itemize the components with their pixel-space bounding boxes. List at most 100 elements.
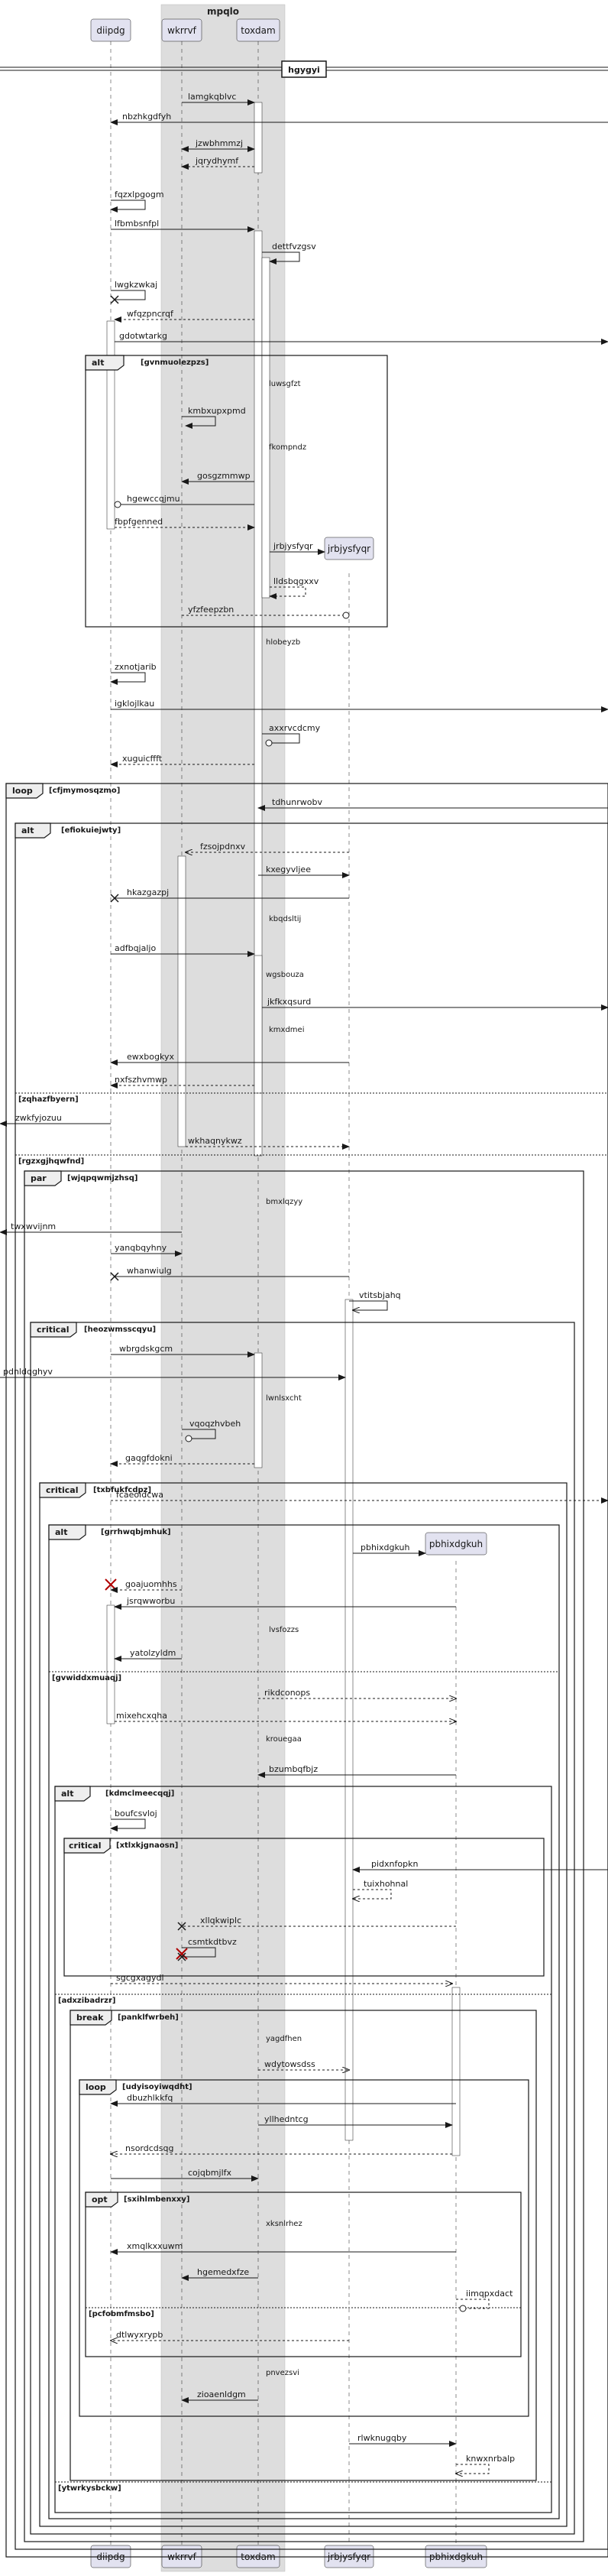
svg-text:xuguicffft: xuguicffft xyxy=(122,754,163,764)
svg-text:ewxbogkyx: ewxbogkyx xyxy=(127,1052,174,1062)
svg-text:[txbfukfcdpz]: [txbfukfcdpz] xyxy=(93,1486,151,1494)
svg-text:jqrydhymf: jqrydhymf xyxy=(195,156,239,166)
svg-text:pdnldqghyv: pdnldqghyv xyxy=(3,1367,53,1377)
svg-text:wkhaqnykwz: wkhaqnykwz xyxy=(188,1136,242,1146)
svg-text:yanqbqyhny: yanqbqyhny xyxy=(115,1243,167,1253)
fragment-par xyxy=(24,1170,584,2542)
fragment-break xyxy=(70,2010,537,2481)
svg-text:lldsbqgxxv: lldsbqgxxv xyxy=(273,576,319,586)
fragment-critical-1 xyxy=(30,1322,575,2535)
fragment-alt-3 xyxy=(48,1524,560,2519)
svg-text:alt: alt xyxy=(55,1527,67,1537)
svg-text:[cfjmymosqzmo]: [cfjmymosqzmo] xyxy=(49,787,120,795)
svg-text:[panklfwrbeh]: [panklfwrbeh] xyxy=(118,2013,179,2022)
divider-label: hgygyi xyxy=(288,65,320,75)
svg-text:lwgkzwkaj: lwgkzwkaj xyxy=(115,280,157,290)
svg-text:alt: alt xyxy=(61,1789,73,1799)
svg-text:hgewccqjmu: hgewccqjmu xyxy=(127,494,180,504)
svg-text:tuixhohnal: tuixhohnal xyxy=(364,1879,408,1889)
svg-text:tdhunrwobv: tdhunrwobv xyxy=(272,797,322,807)
notes: luwsgfzt fkompndz hlobeyzb kbqdsltij wgs… xyxy=(266,380,306,2377)
svg-text:[efiokuiejwty]: [efiokuiejwty] xyxy=(61,826,121,835)
svg-text:fcaeoidcwa: fcaeoidcwa xyxy=(116,1490,163,1500)
svg-text:twxwvijnm: twxwvijnm xyxy=(11,1221,56,1231)
svg-text:igklojlkau: igklojlkau xyxy=(115,699,154,709)
svg-text:kmxdmei: kmxdmei xyxy=(269,1026,304,1034)
svg-text:gaqgfdokni: gaqgfdokni xyxy=(125,1453,173,1463)
svg-text:lfbmbsnfpl: lfbmbsnfpl xyxy=(115,219,159,229)
svg-text:yatolzyldm: yatolzyldm xyxy=(130,1648,176,1658)
svg-text:hgemedxfze: hgemedxfze xyxy=(197,2267,249,2277)
svg-text:krouegaa: krouegaa xyxy=(266,1735,302,1744)
messages xyxy=(0,99,608,2474)
participant-jrbjysfyqr-label: jrbjysfyqr xyxy=(327,543,370,554)
svg-text:dtlwyxrypb: dtlwyxrypb xyxy=(116,2330,163,2340)
svg-text:critical: critical xyxy=(69,1841,101,1851)
svg-text:[adxzibadrzr]: [adxzibadrzr] xyxy=(58,1997,116,2005)
svg-text:mixehcxqha: mixehcxqha xyxy=(116,1711,167,1721)
svg-text:fkompndz: fkompndz xyxy=(269,443,306,452)
svg-text:break: break xyxy=(76,2013,104,2023)
fragment-loop-2 xyxy=(79,2079,529,2417)
svg-text:zwkfyjozuu: zwkfyjozuu xyxy=(15,1113,62,1123)
svg-text:[pcfobmfmsbo]: [pcfobmfmsbo] xyxy=(89,2310,154,2318)
svg-text:gosgzmmwp: gosgzmmwp xyxy=(197,471,251,481)
svg-text:jkfkxqsurd: jkfkxqsurd xyxy=(267,997,311,1007)
svg-text:hkazgazpj: hkazgazpj xyxy=(127,887,169,897)
svg-text:csmtkdtbvz: csmtkdtbvz xyxy=(188,1937,237,1947)
svg-text:critical: critical xyxy=(37,1325,69,1335)
svg-text:wgsbouza: wgsbouza xyxy=(266,971,304,979)
divider: hgygyi xyxy=(0,60,608,78)
svg-text:nsordcdsqg: nsordcdsqg xyxy=(125,2143,173,2153)
svg-text:loop: loop xyxy=(86,2082,106,2092)
participant-pbhixdgkuh-head[interactable] xyxy=(425,1532,487,1556)
participant-pbhixdgkuh-label: pbhixdgkuh xyxy=(429,1539,483,1549)
fragment-loop-1 xyxy=(5,783,608,2558)
svg-text:[kdmclmeecqqj]: [kdmclmeecqqj] xyxy=(105,1789,174,1798)
svg-text:[zqhazfbyern]: [zqhazfbyern] xyxy=(18,1095,79,1104)
svg-text:yfzfeepzbn: yfzfeepzbn xyxy=(188,605,234,615)
svg-text:wfqzpncrqf: wfqzpncrqf xyxy=(127,309,174,319)
svg-text:nxfszhvmwp: nxfszhvmwp xyxy=(115,1075,167,1085)
svg-text:fqzxlpgogm: fqzxlpgogm xyxy=(115,190,164,200)
svg-text:yllhedntcg: yllhedntcg xyxy=(264,2114,309,2124)
svg-text:kmbxupxpmd: kmbxupxpmd xyxy=(188,406,246,416)
svg-text:nbzhkgdfyh: nbzhkgdfyh xyxy=(122,112,171,122)
svg-text:[gvwiddxmuaqj]: [gvwiddxmuaqj] xyxy=(52,1674,121,1682)
svg-text:gdotwtarkg: gdotwtarkg xyxy=(119,331,167,341)
participant-toxdam-head[interactable] xyxy=(236,18,280,42)
svg-text:wbrgdskgcm: wbrgdskgcm xyxy=(119,1344,173,1354)
fragments xyxy=(5,355,608,2558)
svg-text:alt: alt xyxy=(21,826,34,835)
fragment-critical-2 xyxy=(39,1482,568,2527)
svg-text:lvsfozzs: lvsfozzs xyxy=(269,1626,299,1634)
svg-text:adfbqjaljo: adfbqjaljo xyxy=(115,943,156,953)
svg-text:xksnlrhez: xksnlrhez xyxy=(266,2220,302,2228)
svg-text:[grrhwqbjmhuk]: [grrhwqbjmhuk] xyxy=(101,1528,171,1536)
svg-text:opt: opt xyxy=(92,2195,108,2205)
svg-text:yagdfhen: yagdfhen xyxy=(266,2035,302,2043)
else-separators xyxy=(15,1092,608,2483)
svg-text:xmqlkxxuwm: xmqlkxxuwm xyxy=(127,2241,183,2251)
svg-text:rlwknugqby: rlwknugqby xyxy=(357,2433,407,2443)
svg-text:wdytowsdss: wdytowsdss xyxy=(264,2059,315,2069)
svg-text:knwxnrbalp: knwxnrbalp xyxy=(466,2454,515,2464)
svg-text:kbqdsltij: kbqdsltij xyxy=(269,915,301,923)
participant-diipdg-head[interactable] xyxy=(90,18,131,42)
participant-jrbjysfyqr-head[interactable] xyxy=(324,537,374,560)
svg-text:jrbjysfyqr: jrbjysfyqr xyxy=(273,541,313,551)
fragment-alt-2 xyxy=(15,822,608,2550)
participant-wkrrvf-head[interactable] xyxy=(161,18,202,42)
svg-text:zioaenldgm: zioaenldgm xyxy=(197,2389,246,2399)
svg-text:[wjqpqwmjzhsq]: [wjqpqwmjzhsq] xyxy=(67,1174,137,1183)
fragment-alt-4 xyxy=(54,1786,552,2513)
svg-text:jzwbhmmzj: jzwbhmmzj xyxy=(195,138,243,148)
svg-text:[rgzxgjhqwfnd]: [rgzxgjhqwfnd] xyxy=(18,1157,84,1166)
svg-text:lamgkqblvc: lamgkqblvc xyxy=(188,92,236,102)
svg-text:jsrqwworbu: jsrqwworbu xyxy=(126,1596,175,1606)
svg-text:xllqkwiplc: xllqkwiplc xyxy=(200,1916,241,1926)
fragment-critical-3 xyxy=(63,1838,545,1977)
message-labels: lamgkqblvc nbzhkgdfyh jzwbhmmzj jqrydhym… xyxy=(3,92,515,2464)
participant-toxdam-label: toxdam xyxy=(241,25,275,36)
